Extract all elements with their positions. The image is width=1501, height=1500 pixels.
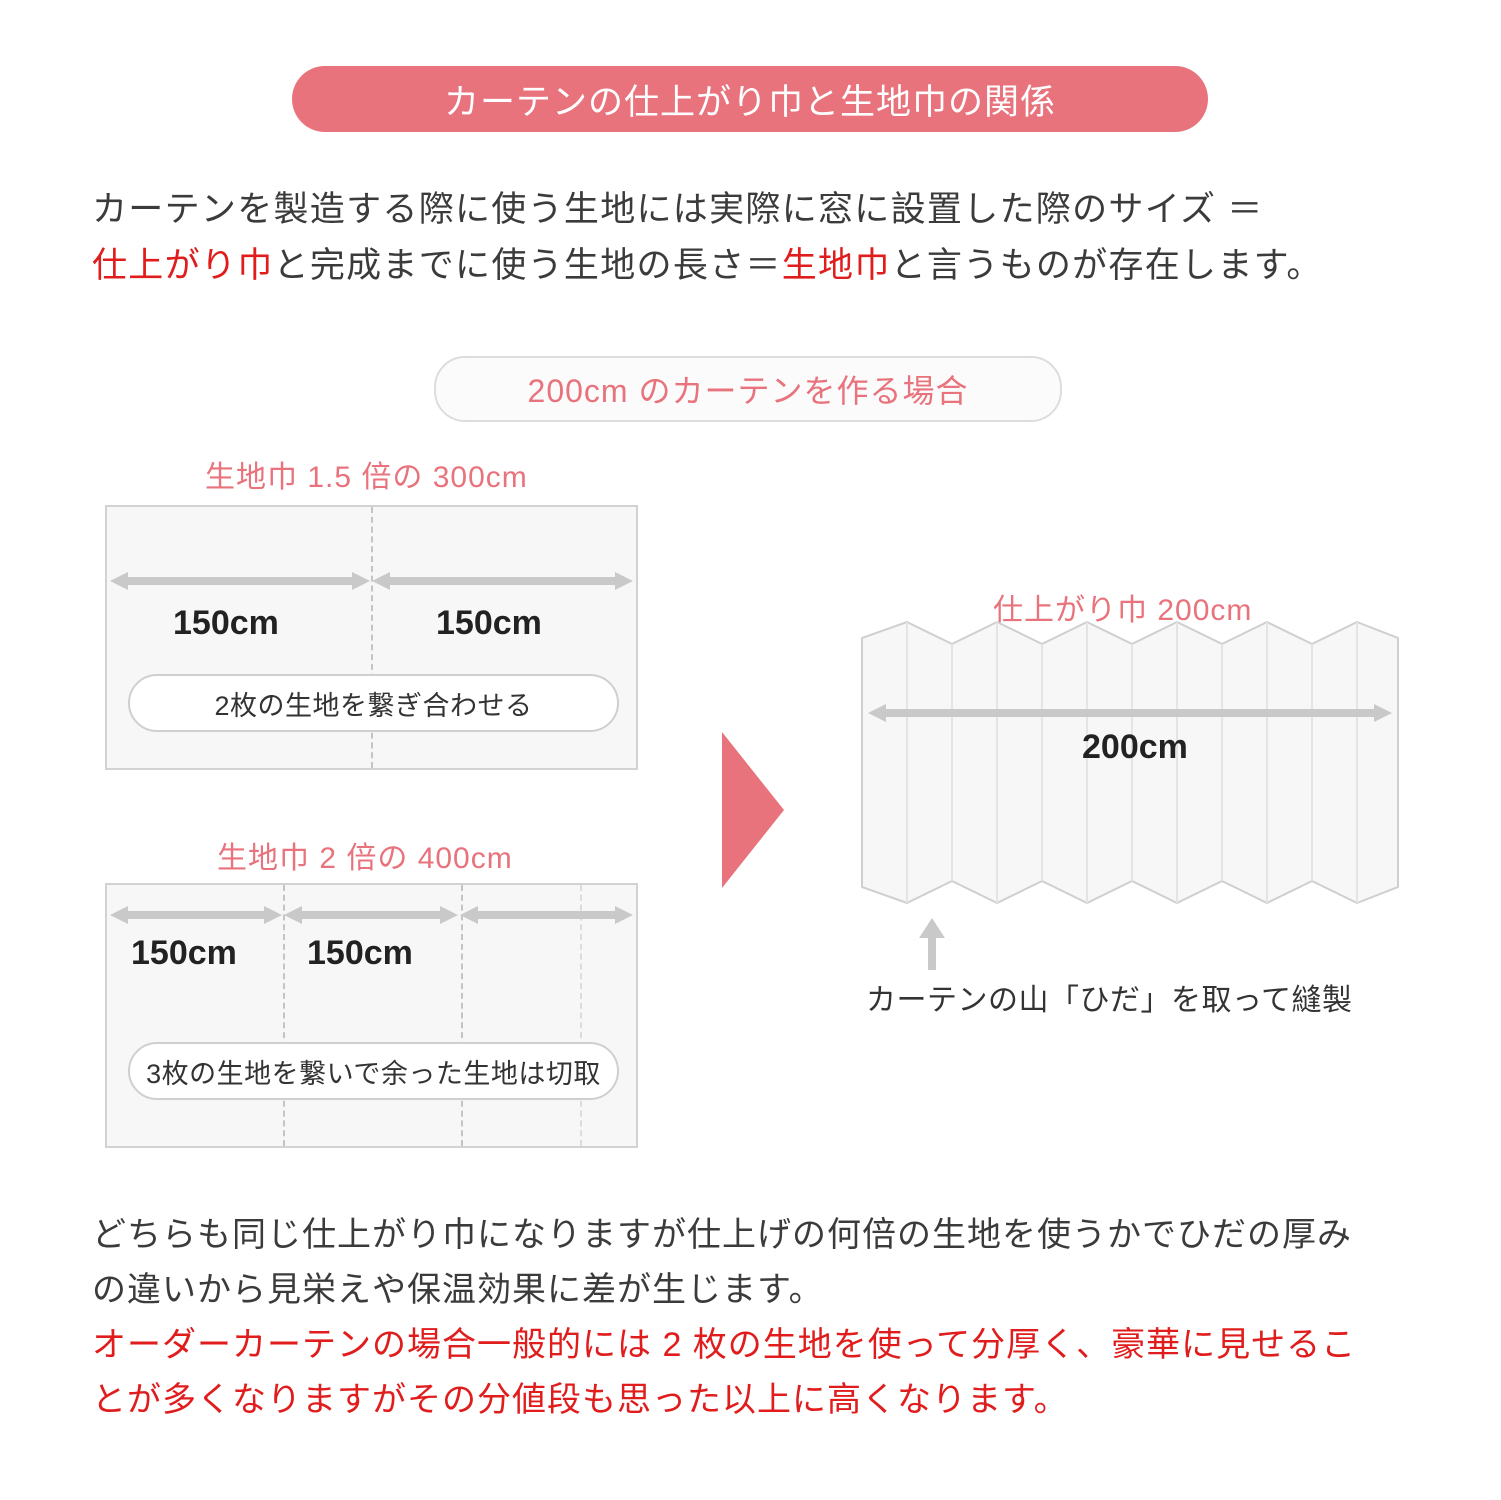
intro-highlight-fabric-width: 生地巾 [781,246,891,285]
intro-line-2-end: と言うものが存在します。 [890,246,1323,285]
curtain-dimension-label: 200cm [1082,728,1188,766]
page-title-banner: カーテンの仕上がり巾と生地巾の関係 [292,66,1208,132]
arrow-head-right-icon [264,906,282,924]
arrow-head-right-icon [615,572,633,590]
page-title: カーテンの仕上がり巾と生地巾の関係 [443,82,1056,122]
closing-paragraph: どちらも同じ仕上がり巾になりますが仕上げの何倍の生地を使うかでひだの厚み の違い… [92,1208,1432,1428]
curtain-caption: カーテンの山「ひだ」を取って縫製 [866,984,1353,1017]
condition-pill-label: 200cm のカーテンを作る場合 [527,373,969,409]
diagram-1-arrow-right [372,572,633,590]
diagram-2-label-segment-1: 150cm [131,934,237,972]
arrow-shaft [928,936,936,970]
diagram-2-arrow-3 [460,906,633,924]
intro-line-1: カーテンを製造する際に使う生地には実際に窓に設置した際のサイズ ＝ [92,190,1264,229]
intro-line-2-mid: と完成までに使う生地の長さ＝ [273,246,782,285]
diagram-2-fabric-box [105,883,638,1148]
diagram-1-note-text: 2枚の生地を繋ぎ合わせる [214,690,533,721]
arrow-bar [884,709,1376,717]
diagram-2-label-segment-2: 150cm [307,934,413,972]
arrow-bar [476,911,617,919]
diagram-1-label-segment-1: 150cm [173,604,279,642]
closing-line-1: どちらも同じ仕上がり巾になりますが仕上げの何倍の生地を使うかでひだの厚み [92,1216,1352,1254]
diagram-2-note-pill: 3枚の生地を繋いで余った生地は切取 [128,1042,619,1100]
diagram-1-label-segment-2: 150cm [436,604,542,642]
arrow-head-right-icon [1374,704,1392,722]
flow-arrow-icon [722,732,784,888]
intro-highlight-finished-width: 仕上がり巾 [92,246,274,285]
closing-line-4: とが多くなりますがその分値段も思った以上に高くなります。 [92,1381,1069,1419]
arrow-head-left-icon [110,572,128,590]
curtain-dimension-arrow [868,704,1392,722]
arrow-bar [388,577,617,585]
arrow-head-up-icon [919,918,945,938]
arrow-head-left-icon [110,906,128,924]
diagram-2-note-text: 3枚の生地を繋いで余った生地は切取 [146,1058,601,1089]
diagram-1-arrow-left [110,572,370,590]
curtain-heading: 仕上がり巾 200cm [993,594,1253,627]
diagram-2-heading: 生地巾 2 倍の 400cm [217,842,513,875]
arrow-bar [300,911,442,919]
arrow-head-right-icon [352,572,370,590]
condition-pill: 200cm のカーテンを作る場合 [434,356,1062,422]
intro-paragraph: カーテンを製造する際に使う生地には実際に窓に設置した際のサイズ ＝ 仕上がり巾と… [92,182,1422,294]
diagram-2-fold-line-1 [283,885,285,1146]
diagram-1-heading: 生地巾 1.5 倍の 300cm [205,461,528,494]
arrow-head-right-icon [615,906,633,924]
diagram-1-fold-line [371,507,373,768]
closing-line-2: の違いから見栄えや保温効果に差が生じます。 [92,1271,824,1309]
diagram-1-note-pill: 2枚の生地を繋ぎ合わせる [128,674,619,732]
closing-line-3: オーダーカーテンの場合一般的には 2 枚の生地を使って分厚く、豪華に見せるこ [92,1326,1357,1364]
arrow-head-right-icon [440,906,458,924]
diagram-2-fold-line-2 [461,885,463,1146]
diagram-2-fold-line-3 [580,885,582,1146]
arrow-bar [126,911,266,919]
arrow-head-left-icon [284,906,302,924]
arrow-head-left-icon [460,906,478,924]
arrow-bar [126,577,354,585]
arrow-head-left-icon [372,572,390,590]
diagram-2-arrow-1 [110,906,282,924]
arrow-head-left-icon [868,704,886,722]
diagram-2-arrow-2 [284,906,458,924]
pleat-pointer-arrow-icon [919,918,945,970]
curtain-pleated-shape [861,621,1399,904]
